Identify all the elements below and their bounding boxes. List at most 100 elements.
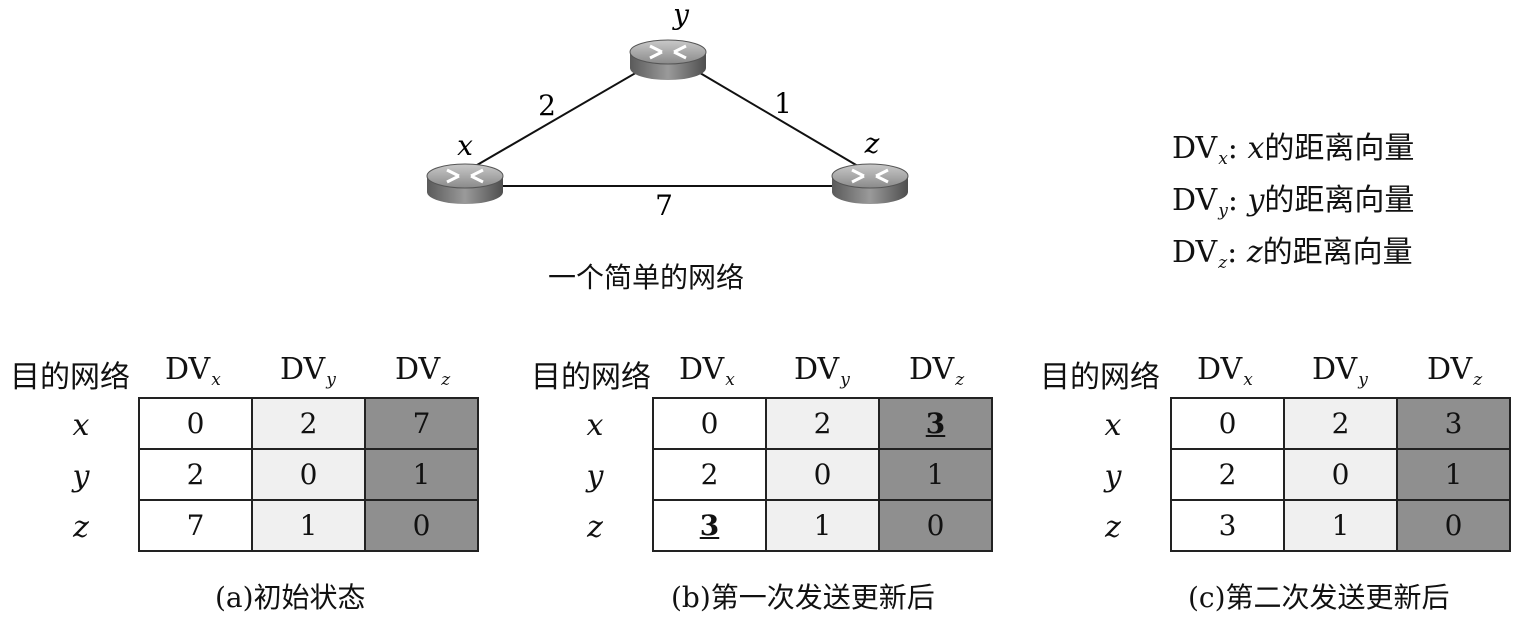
column-header-dv-x: DVx [679, 352, 735, 390]
legend-text: 的距离向量 [1264, 183, 1415, 218]
row-label-y: y [586, 459, 604, 494]
column-header-dv: DV [679, 352, 725, 387]
dv-cell: 0 [364, 499, 479, 552]
legend-sep: : [1227, 131, 1248, 166]
link-cost-y-z: 1 [774, 87, 792, 120]
row-label-z: z [587, 510, 603, 545]
node-label-z: z [864, 127, 880, 160]
dv-cell: 1 [765, 499, 880, 552]
link-cost-x-y: 2 [538, 89, 556, 122]
dest-network-header: 目的网络 [1040, 360, 1160, 395]
link-x-y [464, 59, 659, 173]
column-header-sub: y [326, 370, 336, 390]
legend-row-z: DVz: z的距离向量 [1172, 232, 1414, 284]
legend-dv-sub: z [1218, 253, 1228, 273]
legend-row-y: DVy: y的距离向量 [1172, 180, 1414, 232]
link-cost-x-z: 7 [655, 189, 673, 222]
row-label-x: x [586, 408, 604, 443]
dv-cell: 2 [1170, 448, 1285, 501]
legend-dv: DV [1172, 131, 1218, 166]
column-header-dv: DV [794, 352, 840, 387]
legend-dv-sub: x [1218, 149, 1228, 169]
column-header-dv: DV [1197, 352, 1243, 387]
dv-cell: 0 [251, 448, 366, 501]
dv-cell: 0 [878, 499, 993, 552]
router-x-icon [426, 163, 504, 204]
router-y-icon [629, 39, 707, 80]
dv-cell: 0 [1170, 397, 1285, 450]
column-header-sub: x [725, 370, 735, 390]
column-header-sub: x [1243, 370, 1253, 390]
column-header-sub: z [1473, 370, 1483, 390]
column-header-dv-z: DVz [909, 352, 964, 390]
legend-var: x [1247, 131, 1265, 166]
dv-cell: 2 [765, 397, 880, 450]
column-header-dv: DV [395, 352, 441, 387]
column-header-dv-x: DVx [165, 352, 221, 390]
table-caption: (b)第一次发送更新后 [671, 581, 935, 614]
legend-dv-sub: y [1218, 201, 1228, 221]
column-header-dv: DV [909, 352, 955, 387]
row-label-y: y [1104, 459, 1122, 494]
table-caption: (a)初始状态 [215, 581, 366, 614]
dv-cell: 7 [138, 499, 253, 552]
dv-cell: 0 [138, 397, 253, 450]
legend-dv: DV [1172, 235, 1218, 270]
column-header-dv: DV [1312, 352, 1358, 387]
column-header-sub: y [1358, 370, 1368, 390]
row-label-y: y [72, 459, 90, 494]
dv-cell: 3 [652, 499, 767, 552]
row-label-x: x [72, 408, 90, 443]
row-label-z: z [73, 510, 89, 545]
legend-text: 的距离向量 [1262, 235, 1413, 270]
network-caption: 一个简单的网络 [548, 261, 745, 294]
dv-cell: 2 [138, 448, 253, 501]
column-header-dv-y: DVy [280, 352, 336, 390]
dv-cell: 3 [878, 397, 993, 450]
column-header-sub: z [955, 370, 965, 390]
network-diagram: y x z 2 1 7 [426, 0, 909, 222]
column-header-dv-y: DVy [1312, 352, 1368, 390]
dv-cell: 1 [1396, 448, 1511, 501]
legend-sep: : [1227, 183, 1248, 218]
legend-var: y [1247, 183, 1265, 218]
column-header-dv: DV [165, 352, 211, 387]
dv-cell: 1 [1283, 499, 1398, 552]
row-label-z: z [1105, 510, 1121, 545]
dv-cell: 1 [251, 499, 366, 552]
column-header-dv-z: DVz [1427, 352, 1482, 390]
dest-network-header: 目的网络 [10, 360, 130, 395]
legend-text: 的距离向量 [1264, 131, 1415, 166]
dv-cell: 2 [251, 397, 366, 450]
table-caption: (c)第二次发送更新后 [1188, 581, 1450, 614]
column-header-dv-x: DVx [1197, 352, 1253, 390]
dv-cell: 2 [1283, 397, 1398, 450]
router-z-icon [831, 163, 909, 204]
dv-cell: 0 [765, 448, 880, 501]
row-label-x: x [1104, 408, 1122, 443]
column-header-dv: DV [1427, 352, 1473, 387]
legend-row-x: DVx: x的距离向量 [1172, 128, 1414, 180]
column-header-dv-y: DVy [794, 352, 850, 390]
legend-var: z [1246, 235, 1263, 270]
node-label-x: x [457, 129, 473, 162]
node-label-y: y [671, 0, 690, 31]
column-header-sub: y [840, 370, 850, 390]
dv-cell: 2 [652, 448, 767, 501]
dv-cell: 0 [1396, 499, 1511, 552]
